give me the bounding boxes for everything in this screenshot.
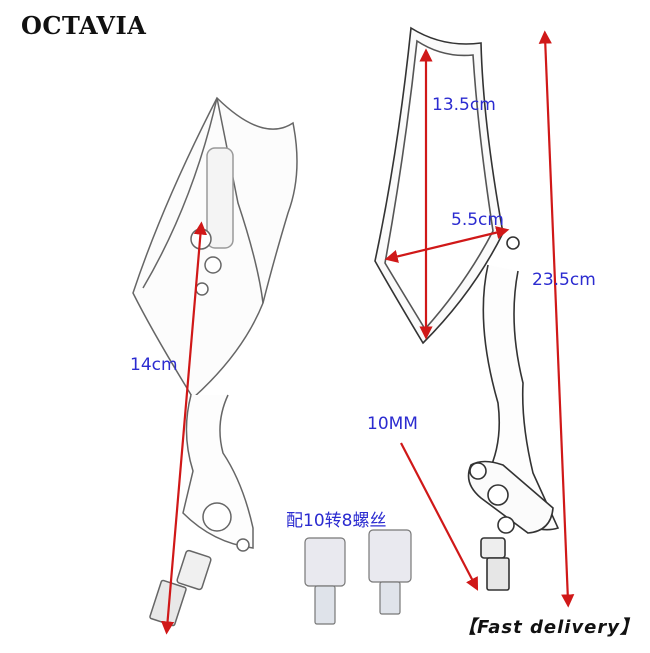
arrow-left-height	[160, 221, 208, 635]
fast-delivery-badge: 【Fast delivery】	[458, 617, 639, 638]
right-mirror	[374, 26, 560, 591]
arrow-bolt	[400, 442, 479, 591]
label-adapter-note: 配10转8螺丝	[286, 511, 387, 531]
dimension-arrows	[160, 30, 575, 635]
mirror-drawing	[132, 26, 575, 635]
product-image-frame: OCTAVIA 14cm 13.5cm 5.5cm 23.5cm 10MM 配1…	[3, 3, 647, 647]
label-mirror-height: 13.5cm	[432, 95, 496, 115]
brand-logo: OCTAVIA	[21, 11, 147, 40]
arrow-total-height	[538, 30, 575, 608]
label-total-height: 23.5cm	[532, 270, 596, 290]
arrow-mirror-width	[384, 226, 510, 263]
label-bolt-size: 10MM	[367, 414, 418, 434]
label-mirror-width: 5.5cm	[451, 210, 504, 230]
label-left-height: 14cm	[130, 355, 178, 375]
adapter-bolts	[304, 529, 412, 625]
